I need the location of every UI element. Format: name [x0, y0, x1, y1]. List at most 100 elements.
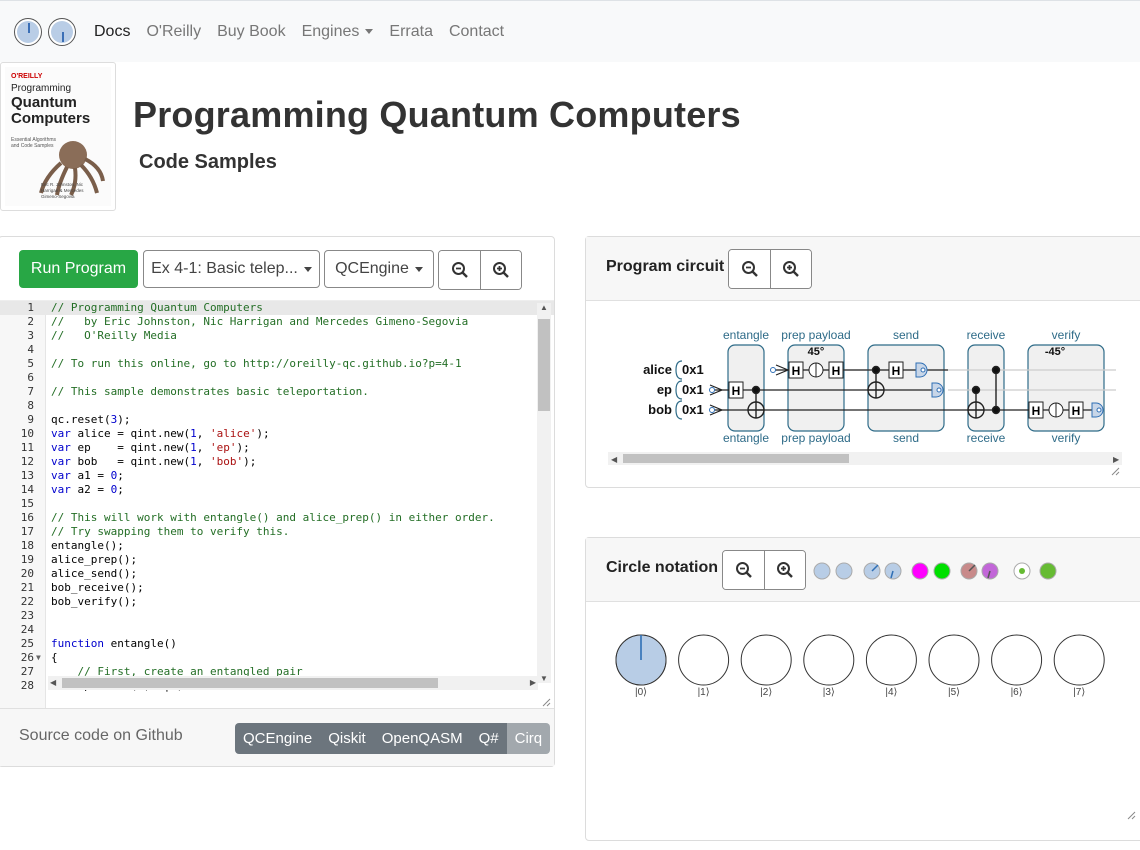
scroll-down-icon[interactable]: ▼: [540, 674, 548, 683]
line-number: 7: [27, 385, 34, 398]
svg-text:H: H: [792, 364, 801, 378]
run-program-button[interactable]: Run Program: [19, 250, 138, 288]
line-number: 16: [20, 511, 34, 524]
nav-docs[interactable]: Docs: [94, 22, 131, 40]
nav-engines-dropdown[interactable]: Engines: [294, 23, 382, 41]
line-number: 27: [20, 665, 34, 678]
scroll-left-icon[interactable]: ◀: [50, 678, 57, 687]
svg-text:H: H: [732, 384, 741, 398]
state-circle-6: |6⟩: [991, 634, 1043, 698]
display-mode-toggles[interactable]: [812, 560, 1062, 582]
example-select[interactable]: Ex 4-1: Basic telep...: [143, 250, 320, 288]
state-circle-outline: [1053, 634, 1105, 686]
zoom-in-button[interactable]: [764, 551, 805, 589]
code-toolbar: Run Program Ex 4-1: Basic telep... QCEng…: [0, 237, 554, 301]
line-number: 10: [20, 427, 34, 440]
code-text: // To run this online, go to http://orei…: [51, 357, 462, 370]
mode-phase-icon: [863, 562, 902, 580]
zoom-out-button[interactable]: [723, 551, 764, 589]
code-text: // Try swapping them to verify this.: [51, 525, 290, 538]
nav-contact[interactable]: Contact: [448, 22, 505, 40]
code-text: var ep = qint.new(1, 'ep');: [51, 441, 250, 454]
code-text: qc.reset(3);: [51, 413, 131, 426]
nav-oreilly[interactable]: O'Reilly: [146, 22, 202, 40]
mode-color-phase-icon: [960, 562, 999, 580]
zoom-out-button[interactable]: [439, 251, 480, 289]
state-circle-5: |5⟩: [928, 634, 980, 698]
state-label: |3⟩: [823, 687, 835, 698]
state-circle-2: |2⟩: [740, 634, 792, 698]
state-circle-4: |4⟩: [865, 634, 917, 698]
editor-vertical-scrollbar[interactable]: ▲ ▼: [537, 303, 551, 683]
caret-down-icon: [414, 266, 423, 272]
lang-cirq[interactable]: Cirq: [506, 723, 551, 754]
code-line: 15: [0, 497, 554, 511]
lang-openqasm[interactable]: OpenQASM: [373, 723, 471, 754]
section-label-prep-payload: prep payload: [781, 328, 850, 342]
circuit-diagram[interactable]: entangle prep payload send receive verif…: [586, 301, 1140, 487]
site-logo[interactable]: [14, 17, 76, 46]
state-label: |1⟩: [698, 687, 710, 698]
code-line: 26▼{: [0, 651, 554, 665]
book-publisher: O'REILLY: [11, 73, 43, 80]
qubit-label-ep: ep: [657, 382, 672, 397]
book-tagline: Essential Algorithms and Code Samples: [11, 137, 57, 149]
fold-toggle-icon[interactable]: ▼: [36, 653, 41, 662]
code-footer: Source code on Github QCEngine Qiskit Op…: [0, 708, 554, 766]
state-label: |5⟩: [948, 687, 960, 698]
section-label-receive: receive: [967, 328, 1006, 342]
scroll-right-icon[interactable]: ▶: [529, 678, 536, 687]
code-zoom-group: [438, 250, 522, 290]
gate-h: [1068, 401, 1084, 419]
code-line: 7 // This sample demonstrates basic telep…: [0, 385, 554, 399]
lang-qsharp[interactable]: Q#: [470, 723, 507, 754]
code-text: // by Eric Johnston, Nic Harrigan and Me…: [51, 315, 469, 328]
code-text: // This sample demonstrates basic telepo…: [51, 385, 369, 398]
code-line: 27 // First, create an entangled pair: [0, 665, 554, 679]
state-circle-0: |0⟩: [615, 634, 667, 698]
zoom-out-button[interactable]: [729, 250, 770, 288]
state-label: |4⟩: [885, 687, 897, 698]
line-number: 18: [20, 539, 34, 552]
zoom-in-button[interactable]: [480, 251, 521, 289]
state-label: |0⟩: [635, 687, 647, 698]
circuit-zoom-group: [728, 249, 812, 289]
lang-qiskit[interactable]: Qiskit: [320, 723, 374, 754]
verify-angle-label: -45°: [1045, 346, 1065, 358]
circle-notation-panel: Circle notation: [585, 537, 1140, 841]
state-circle-7: |7⟩: [1053, 634, 1105, 698]
engine-select-label: QCEngine: [335, 260, 409, 277]
svg-text:H: H: [1032, 404, 1041, 418]
state-circle-outline: [678, 634, 730, 686]
nav-buy-book[interactable]: Buy Book: [217, 22, 286, 40]
zoom-in-button[interactable]: [770, 250, 811, 288]
section-label-receive-bottom: receive: [967, 431, 1006, 445]
github-source-link[interactable]: Source code on Github: [19, 727, 183, 744]
code-text: alice_prep();: [51, 553, 138, 566]
editor-horizontal-scrollbar[interactable]: ◀ ▶: [48, 676, 538, 690]
code-text: bob_verify();: [51, 595, 138, 608]
engine-select[interactable]: QCEngine: [324, 250, 434, 288]
scrollbar-thumb[interactable]: [538, 319, 550, 411]
circuit-panel-title: Program circuit: [606, 258, 725, 275]
qubit-value-alice: 0x1: [682, 362, 704, 377]
svg-text:H: H: [892, 364, 901, 378]
state-label: |7⟩: [1073, 687, 1085, 698]
mode-magnitude-icon: [813, 562, 853, 580]
scrollbar-thumb[interactable]: [62, 678, 438, 688]
language-selector: QCEngine Qiskit OpenQASM Q# Cirq: [235, 723, 551, 754]
line-number: 28: [20, 679, 34, 692]
state-circle-1: |1⟩: [678, 634, 730, 698]
scroll-up-icon[interactable]: ▲: [540, 303, 548, 312]
gate-h: [728, 381, 744, 399]
svg-text:H: H: [832, 364, 841, 378]
resize-handle-icon[interactable]: [542, 698, 551, 707]
nav-engines-label: Engines: [301, 22, 360, 40]
line-number: 6: [27, 371, 34, 384]
lang-qcengine[interactable]: QCEngine: [235, 723, 321, 754]
nav-errata[interactable]: Errata: [389, 22, 433, 40]
